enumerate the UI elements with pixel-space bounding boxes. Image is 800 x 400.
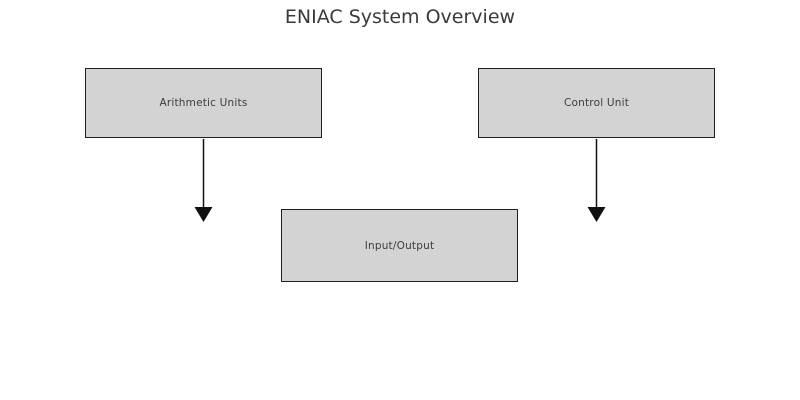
- node-input-output-label: Input/Output: [364, 239, 435, 252]
- node-input-output: Input/Output: [281, 209, 518, 282]
- down-arrow-from-control-unit: [587, 139, 606, 222]
- node-control-unit: Control Unit: [478, 68, 715, 138]
- node-control-unit-label: Control Unit: [563, 97, 630, 109]
- node-arithmetic-units: Arithmetic Units: [85, 68, 322, 138]
- down-arrow-from-arithmetic-units: [194, 139, 213, 222]
- node-arithmetic-units-label: Arithmetic Units: [159, 97, 248, 109]
- diagram-title: ENIAC System Overview: [284, 6, 516, 28]
